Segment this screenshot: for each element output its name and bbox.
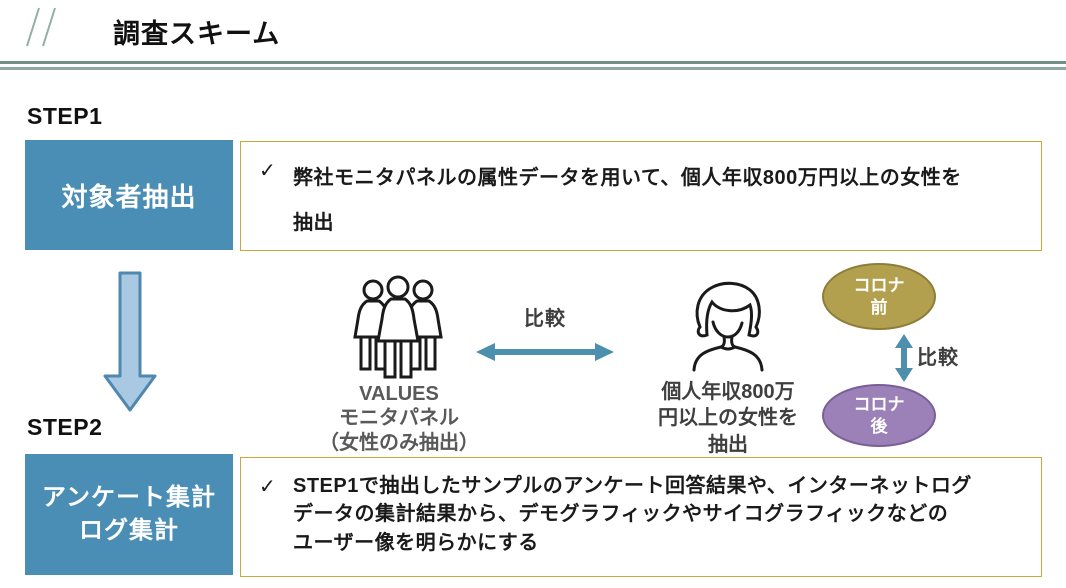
- panel-label-line3: （女性のみ抽出）: [319, 431, 479, 454]
- step2-note-line2: データの集計結果から、デモグラフィックやサイコグラフィックなどの: [293, 503, 949, 526]
- step1-note-text: 弊社モニタパネルの属性データを用いて、個人年収800万円以上の女性を 抽出: [293, 156, 962, 250]
- compare-horizontal-label: 比較: [524, 308, 566, 330]
- header-rule-top: [0, 61, 1066, 64]
- step2-note-text: STEP1で抽出したサンプルのアンケート回答結果や、インターネットログ データの…: [293, 472, 972, 576]
- target-label-line2: 円以上の女性を: [658, 407, 798, 430]
- panel-label-line2: モニタパネル: [339, 407, 459, 430]
- header-rule-bottom: [0, 67, 1066, 70]
- page-title: 調査スキーム: [113, 19, 281, 49]
- step1-box: 対象者抽出: [25, 140, 233, 250]
- step1-box-label: 対象者抽出: [61, 181, 197, 212]
- step2-note-box: ✓ STEP1で抽出したサンプルのアンケート回答結果や、インターネットログ デー…: [240, 457, 1042, 577]
- corona-after-ellipse: コロナ 後: [822, 384, 936, 447]
- panel-label-line1: VALUES: [359, 383, 439, 405]
- woman-icon: [692, 281, 764, 372]
- step1-note-line1: 弊社モニタパネルの属性データを用いて、個人年収800万円以上の女性を: [293, 167, 962, 189]
- step1-note-box: ✓ 弊社モニタパネルの属性データを用いて、個人年収800万円以上の女性を 抽出: [240, 141, 1042, 251]
- step2-note-line3: ユーザー像を明らかにする: [293, 531, 539, 554]
- double-slash-icon: [26, 7, 56, 47]
- corona-after-line1: コロナ: [853, 395, 905, 415]
- double-arrow-horizontal-icon: [476, 343, 614, 361]
- step2-box-label-line2: ログ集計: [79, 516, 179, 544]
- step1-label: STEP1: [27, 103, 103, 129]
- step1-note-line2: 抽出: [293, 212, 334, 234]
- compare-vertical-label: 比較: [917, 347, 959, 369]
- check-icon: ✓: [259, 476, 276, 498]
- target-label-line3: 抽出: [708, 433, 748, 456]
- double-arrow-vertical-icon: [895, 334, 913, 382]
- step2-label: STEP2: [27, 414, 103, 440]
- panel-label: VALUES モニタパネル （女性のみ抽出）: [310, 382, 488, 455]
- corona-before-line1: コロナ: [853, 276, 905, 296]
- corona-before-ellipse: コロナ 前: [822, 263, 936, 330]
- target-label: 個人年収800万 円以上の女性を 抽出: [630, 379, 826, 458]
- check-icon: ✓: [259, 160, 276, 182]
- corona-before-line2: 前: [870, 297, 888, 317]
- compare-horizontal: 比較: [476, 302, 614, 369]
- three-women-icon: [353, 275, 443, 379]
- step2-box-label-line1: アンケート集計: [41, 484, 217, 512]
- corona-after-line2: 後: [870, 416, 888, 436]
- down-arrow-icon: [103, 271, 157, 412]
- target-label-line1: 個人年収800万: [661, 381, 795, 403]
- step2-note-line1: STEP1で抽出したサンプルのアンケート回答結果や、インターネットログ: [293, 475, 972, 497]
- step2-box: アンケート集計 ログ集計: [25, 454, 233, 575]
